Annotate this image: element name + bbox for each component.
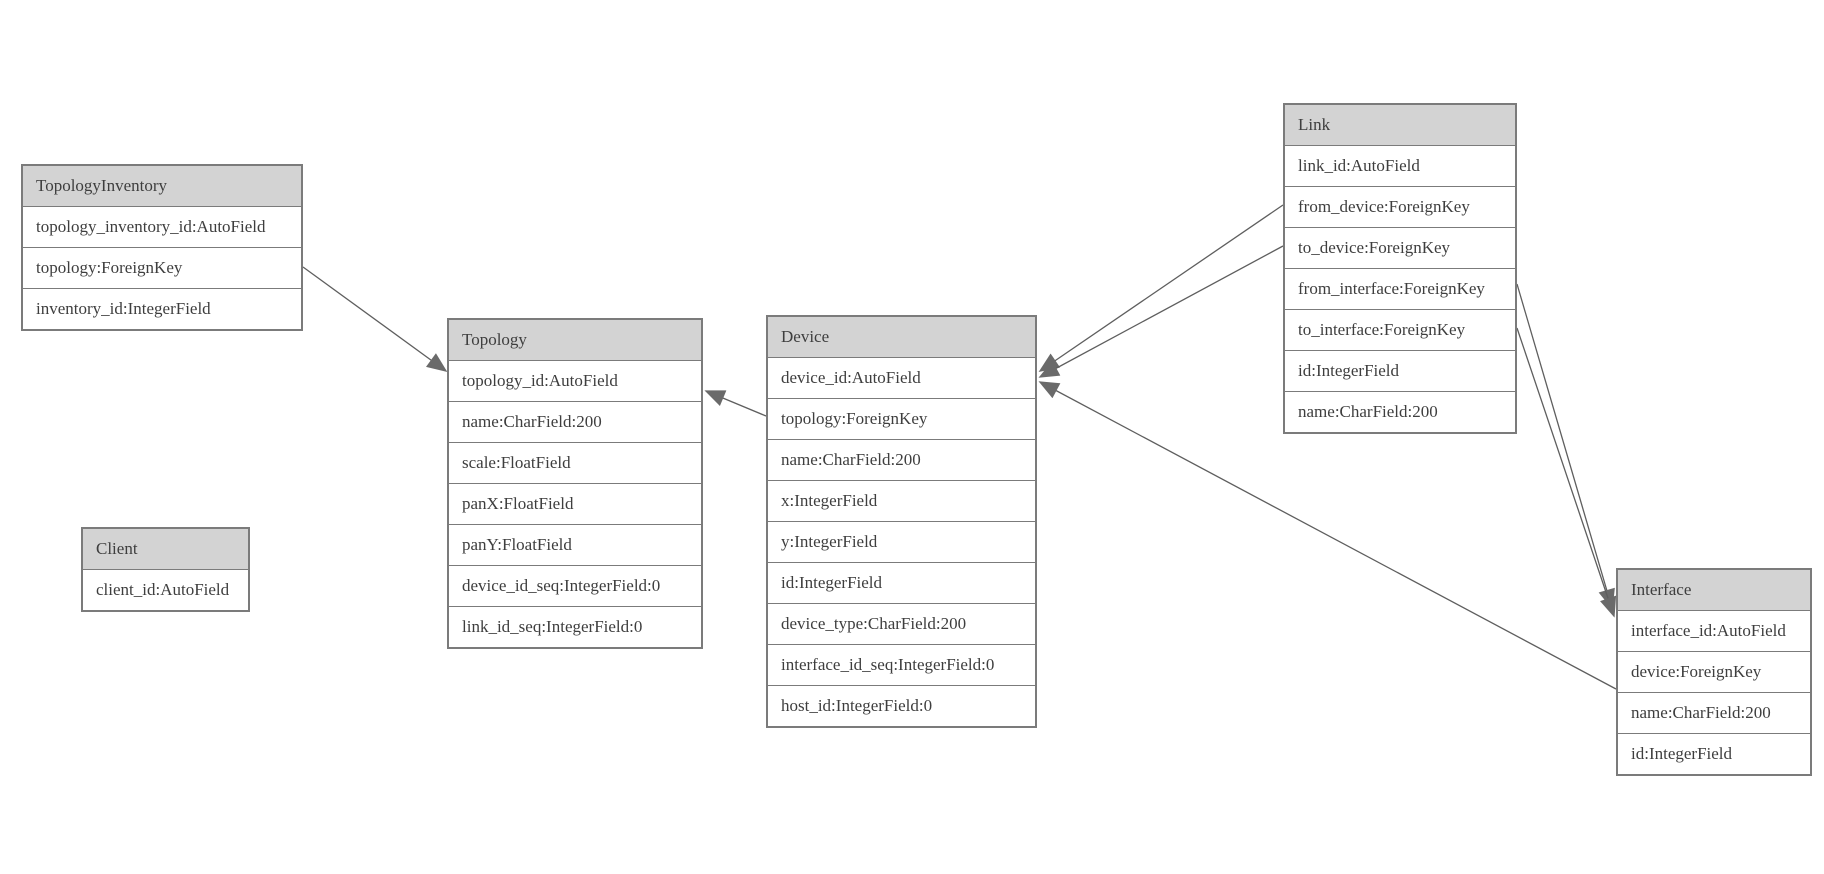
device-topology-arrow <box>704 390 767 417</box>
entity-device-field-row: x:IntegerField <box>768 481 1035 522</box>
entity-link-field-row: link_id:AutoField <box>1285 146 1515 187</box>
entity-topology-field-row: link_id_seq:IntegerField:0 <box>449 607 701 647</box>
entity-topology-inventory-field-row: topology_inventory_id:AutoField <box>23 207 301 248</box>
entity-topology-field-row: name:CharField:200 <box>449 402 701 443</box>
entity-device-field-row: id:IntegerField <box>768 563 1035 604</box>
link-from-device-arrow <box>1038 204 1284 372</box>
entity-topology-inventory-field-row: topology:ForeignKey <box>23 248 301 289</box>
entity-device-field-row: interface_id_seq:IntegerField:0 <box>768 645 1035 686</box>
entity-link-title: Link <box>1285 105 1515 146</box>
entity-device-field-row: device_type:CharField:200 <box>768 604 1035 645</box>
entity-device-field-row: y:IntegerField <box>768 522 1035 563</box>
entity-topology-inventory-field-row: inventory_id:IntegerField <box>23 289 301 329</box>
link-to-device-arrow <box>1038 245 1284 378</box>
entity-device-field-row: host_id:IntegerField:0 <box>768 686 1035 726</box>
entity-interface-field-row: interface_id:AutoField <box>1618 611 1810 652</box>
entity-interface-field-row: id:IntegerField <box>1618 734 1810 774</box>
entity-topology-field-row: panY:FloatField <box>449 525 701 566</box>
entity-link-field-row: to_interface:ForeignKey <box>1285 310 1515 351</box>
entity-interface-field-row: device:ForeignKey <box>1618 652 1810 693</box>
entity-client-title: Client <box>83 529 248 570</box>
entity-topology-field-row: topology_id:AutoField <box>449 361 701 402</box>
entity-client-field-row: client_id:AutoField <box>83 570 248 610</box>
entity-topology-field-row: panX:FloatField <box>449 484 701 525</box>
entity-link-field-row: from_interface:ForeignKey <box>1285 269 1515 310</box>
entity-topology-title: Topology <box>449 320 701 361</box>
entity-interface-field-row: name:CharField:200 <box>1618 693 1810 734</box>
entity-link-field-row: id:IntegerField <box>1285 351 1515 392</box>
link-to-interface-arrow <box>1516 327 1617 618</box>
entity-interface-title: Interface <box>1618 570 1810 611</box>
entity-device-field-row: topology:ForeignKey <box>768 399 1035 440</box>
entity-device-field-row: device_id:AutoField <box>768 358 1035 399</box>
entity-topology-field-row: device_id_seq:IntegerField:0 <box>449 566 701 607</box>
entity-topology-inventory-title: TopologyInventory <box>23 166 301 207</box>
entity-link-field-row: to_device:ForeignKey <box>1285 228 1515 269</box>
entity-device-title: Device <box>768 317 1035 358</box>
entity-link-field-row: from_device:ForeignKey <box>1285 187 1515 228</box>
topologyinventory-topology-arrow <box>302 266 448 372</box>
entity-topology-field-row: scale:FloatField <box>449 443 701 484</box>
link-from-interface-arrow <box>1516 283 1615 610</box>
entity-device-field-row: name:CharField:200 <box>768 440 1035 481</box>
entity-link-field-row: name:CharField:200 <box>1285 392 1515 432</box>
